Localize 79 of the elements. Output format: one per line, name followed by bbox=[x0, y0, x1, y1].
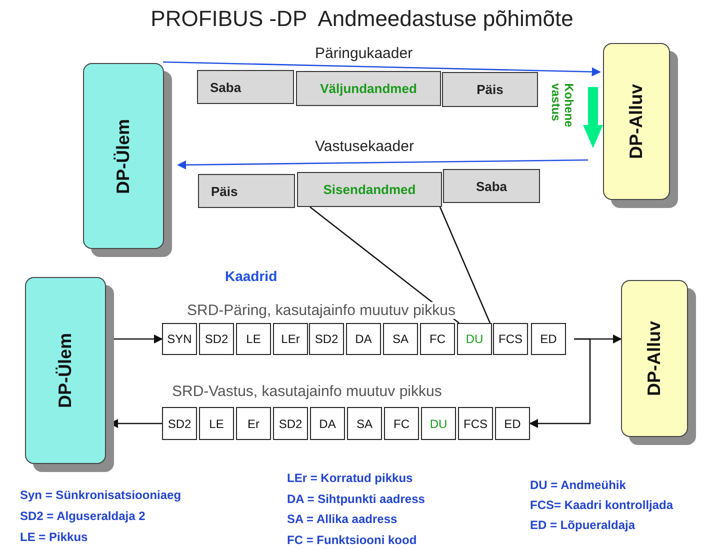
frame-segment bbox=[198, 174, 295, 208]
abbreviation-definition: FC = Funktsiooni kood bbox=[287, 533, 417, 547]
edge-label: Vastusekaader bbox=[315, 138, 414, 155]
station-label: DP-Ülem bbox=[55, 333, 76, 408]
field-label: SA bbox=[356, 416, 372, 430]
edge-label: Päringukaader bbox=[315, 45, 413, 62]
abbreviation-definition: LE = Pikkus bbox=[20, 530, 88, 544]
frame-field bbox=[236, 407, 271, 440]
frame-field bbox=[310, 407, 345, 440]
field-label: SYN bbox=[167, 332, 192, 346]
abbreviation-definition: DA = Sihtpunkti aadress bbox=[287, 492, 425, 506]
field-label: DA bbox=[355, 332, 372, 346]
frame-field bbox=[421, 407, 456, 440]
frame-field bbox=[273, 407, 308, 440]
section-heading: Kaadrid bbox=[225, 268, 278, 284]
frame-field bbox=[199, 407, 234, 440]
field-label: SD2 bbox=[168, 416, 192, 430]
abbreviation-definition: SD2 = Alguseraldaja 2 bbox=[20, 509, 146, 523]
field-label: SA bbox=[392, 332, 408, 346]
frame-field bbox=[495, 407, 530, 440]
frame-segment bbox=[297, 172, 442, 207]
abbreviation-definition: LEr = Korratud pikkus bbox=[287, 471, 413, 485]
frame-segment bbox=[443, 169, 540, 203]
field-label: SD2 bbox=[204, 332, 228, 346]
field-label: LEr bbox=[281, 332, 300, 346]
abbreviation-definition: ED = Lõpueraldaja bbox=[530, 518, 636, 532]
station-label: DP-Alluv bbox=[644, 321, 665, 396]
field-label: FCS bbox=[464, 416, 488, 430]
abbreviation-definition: DU = Andmeühik bbox=[530, 478, 626, 492]
frame-field bbox=[383, 323, 418, 355]
field-label: LE bbox=[246, 332, 261, 346]
abbreviation-definition: FCS= Kaadri kontrolljada bbox=[530, 498, 674, 512]
title: PROFIBUS -DP Andmeedastuse põhimõte bbox=[150, 6, 574, 32]
field-label: FCS bbox=[498, 332, 522, 346]
frame-field bbox=[384, 407, 419, 440]
frame-segment bbox=[296, 71, 441, 106]
field-label: ED bbox=[504, 416, 521, 430]
frame-field bbox=[309, 323, 344, 355]
frame-field bbox=[347, 407, 382, 440]
segment-label: Saba bbox=[210, 80, 242, 94]
frame-field bbox=[346, 323, 381, 355]
field-label: DA bbox=[319, 416, 336, 430]
frame-segment bbox=[197, 70, 294, 104]
frame-field bbox=[458, 407, 493, 440]
field-label: DU bbox=[430, 416, 448, 430]
segment-label: Sisendandmed bbox=[323, 182, 416, 197]
frame-field bbox=[199, 323, 234, 355]
segment-label: Päis bbox=[476, 82, 504, 97]
frame-caption: SRD-Vastus, kasutajainfo muutuv pikkus bbox=[172, 383, 442, 400]
frame-field bbox=[457, 323, 492, 355]
frame-field bbox=[162, 323, 197, 355]
field-label: LE bbox=[209, 416, 224, 430]
segment-label: Saba bbox=[476, 178, 508, 194]
station-label: DP-Ülem bbox=[113, 118, 134, 194]
field-label: SD2 bbox=[314, 332, 338, 346]
field-label: FC bbox=[394, 416, 410, 430]
segment-label: Päis bbox=[211, 184, 238, 198]
frame-caption: SRD-Päring, kasutajainfo muutuv pikkus bbox=[187, 302, 456, 319]
direction-label: Kohene vastus bbox=[548, 83, 576, 130]
abbreviation-definition: SA = Allika aadress bbox=[287, 512, 398, 526]
field-label: ED bbox=[540, 332, 557, 346]
segment-label: Väljundandmed bbox=[320, 81, 417, 96]
frame-field bbox=[236, 323, 271, 355]
field-label: Er bbox=[248, 416, 260, 430]
frame-segment bbox=[442, 72, 538, 107]
field-label: SD2 bbox=[278, 416, 302, 430]
frame-field bbox=[273, 323, 308, 355]
abbreviation-definition: Syn = Sünkronisatsiooniaeg bbox=[20, 488, 182, 502]
frame-field bbox=[493, 323, 528, 355]
field-label: DU bbox=[466, 332, 484, 346]
frame-field bbox=[420, 323, 455, 355]
connector-line bbox=[439, 206, 491, 324]
arrow bbox=[529, 338, 591, 428]
arrow bbox=[162, 61, 601, 76]
frame-field bbox=[531, 323, 566, 355]
station-label: DP-Alluv bbox=[626, 84, 647, 159]
arrow bbox=[177, 159, 588, 170]
field-label: FC bbox=[430, 332, 446, 346]
frame-field bbox=[162, 407, 197, 440]
